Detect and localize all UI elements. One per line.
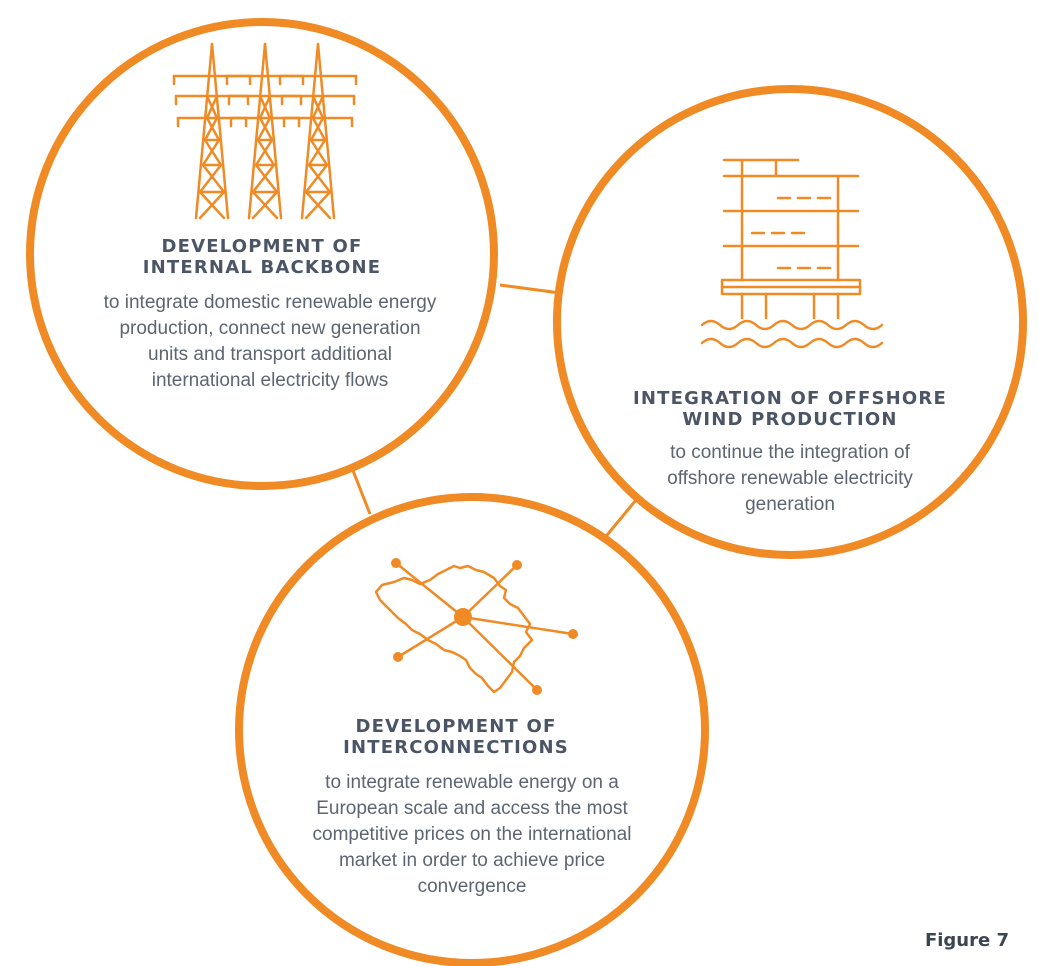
offshore-title-line2: WIND PRODUCTION	[682, 409, 898, 430]
offshore-title: INTEGRATION OF OFFSHORE WIND PRODUCTION	[610, 388, 970, 430]
interconnections-title-line2: INTERCONNECTIONS	[343, 737, 569, 758]
circle-interconnections	[235, 493, 709, 966]
circle-internal-backbone	[26, 18, 498, 490]
interconnections-description: to integrate renewable energy on a Europ…	[312, 772, 632, 897]
power-pylons-icon	[172, 42, 358, 220]
interconnections-title-line1: DEVELOPMENT OF	[355, 716, 557, 737]
offshore-description: to continue the integration of offshore …	[667, 442, 913, 515]
backbone-title-line1: DEVELOPMENT OF	[161, 236, 363, 257]
backbone-description: to integrate domestic renewable energy p…	[103, 292, 437, 391]
country-map-interconnections-icon	[374, 558, 578, 695]
backbone-title-line2: INTERNAL BACKBONE	[142, 257, 382, 278]
interconnections-title: DEVELOPMENT OF INTERCONNECTIONS	[306, 716, 606, 758]
backbone-title: DEVELOPMENT OF INTERNAL BACKBONE	[112, 236, 412, 278]
offshore-title-line1: INTEGRATION OF OFFSHORE	[633, 388, 947, 409]
connector-backbone-offshore	[499, 283, 561, 295]
connector-backbone-interconnections	[350, 467, 372, 515]
figure-label: Figure 7	[924, 930, 1009, 951]
offshore-platform-icon	[700, 158, 884, 349]
